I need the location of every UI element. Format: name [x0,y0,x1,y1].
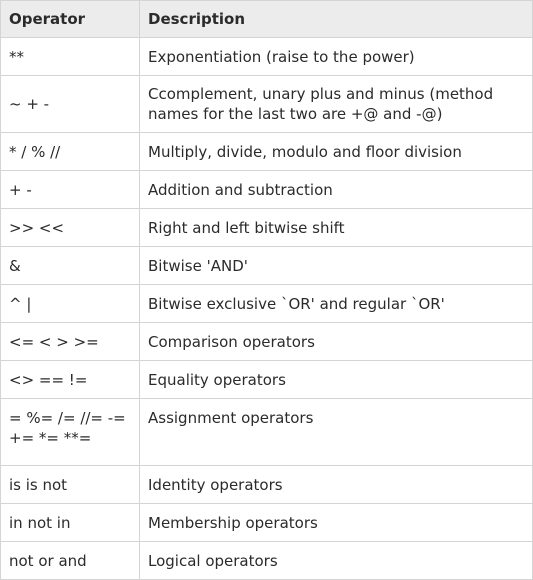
operator-cell: * / % // [0,132,140,171]
description-cell: Bitwise 'AND' [139,246,533,285]
table-row: ^ | Bitwise exclusive `OR' and regular `… [0,284,533,323]
table-row: & Bitwise 'AND' [0,246,533,285]
table-header-row: Operator Description [0,0,533,38]
table-row: ~ + - Ccomplement, unary plus and minus … [0,75,533,133]
table-row: = %= /= //= -= += *= **= Assignment oper… [0,398,533,466]
operator-cell: is is not [0,465,140,504]
operator-cell: <= < > >= [0,322,140,361]
description-cell: Comparison operators [139,322,533,361]
table-row: not or and Logical operators [0,541,533,580]
operator-cell: ** [0,37,140,76]
description-cell: Equality operators [139,360,533,399]
description-cell: Multiply, divide, modulo and floor divis… [139,132,533,171]
description-cell: Ccomplement, unary plus and minus (metho… [139,75,533,133]
table-row: is is not Identity operators [0,465,533,504]
operator-cell: in not in [0,503,140,542]
description-cell: Exponentiation (raise to the power) [139,37,533,76]
table-row: >> << Right and left bitwise shift [0,208,533,247]
operator-cell: + - [0,170,140,209]
table-row: * / % // Multiply, divide, modulo and fl… [0,132,533,171]
table-row: ** Exponentiation (raise to the power) [0,37,533,76]
description-cell: Identity operators [139,465,533,504]
operator-cell: = %= /= //= -= += *= **= [0,398,140,466]
description-cell: Membership operators [139,503,533,542]
table-row: <= < > >= Comparison operators [0,322,533,361]
table-row: in not in Membership operators [0,503,533,542]
operator-cell: ~ + - [0,75,140,133]
operator-cell: ^ | [0,284,140,323]
table-row: <> == != Equality operators [0,360,533,399]
description-cell: Assignment operators [139,398,533,466]
description-cell: Bitwise exclusive `OR' and regular `OR' [139,284,533,323]
operator-cell: not or and [0,541,140,580]
table-row: + - Addition and subtraction [0,170,533,209]
description-cell: Right and left bitwise shift [139,208,533,247]
column-header-operator: Operator [0,0,140,38]
operator-cell: >> << [0,208,140,247]
operator-cell: & [0,246,140,285]
description-cell: Addition and subtraction [139,170,533,209]
description-cell: Logical operators [139,541,533,580]
operator-cell: <> == != [0,360,140,399]
column-header-description: Description [139,0,533,38]
